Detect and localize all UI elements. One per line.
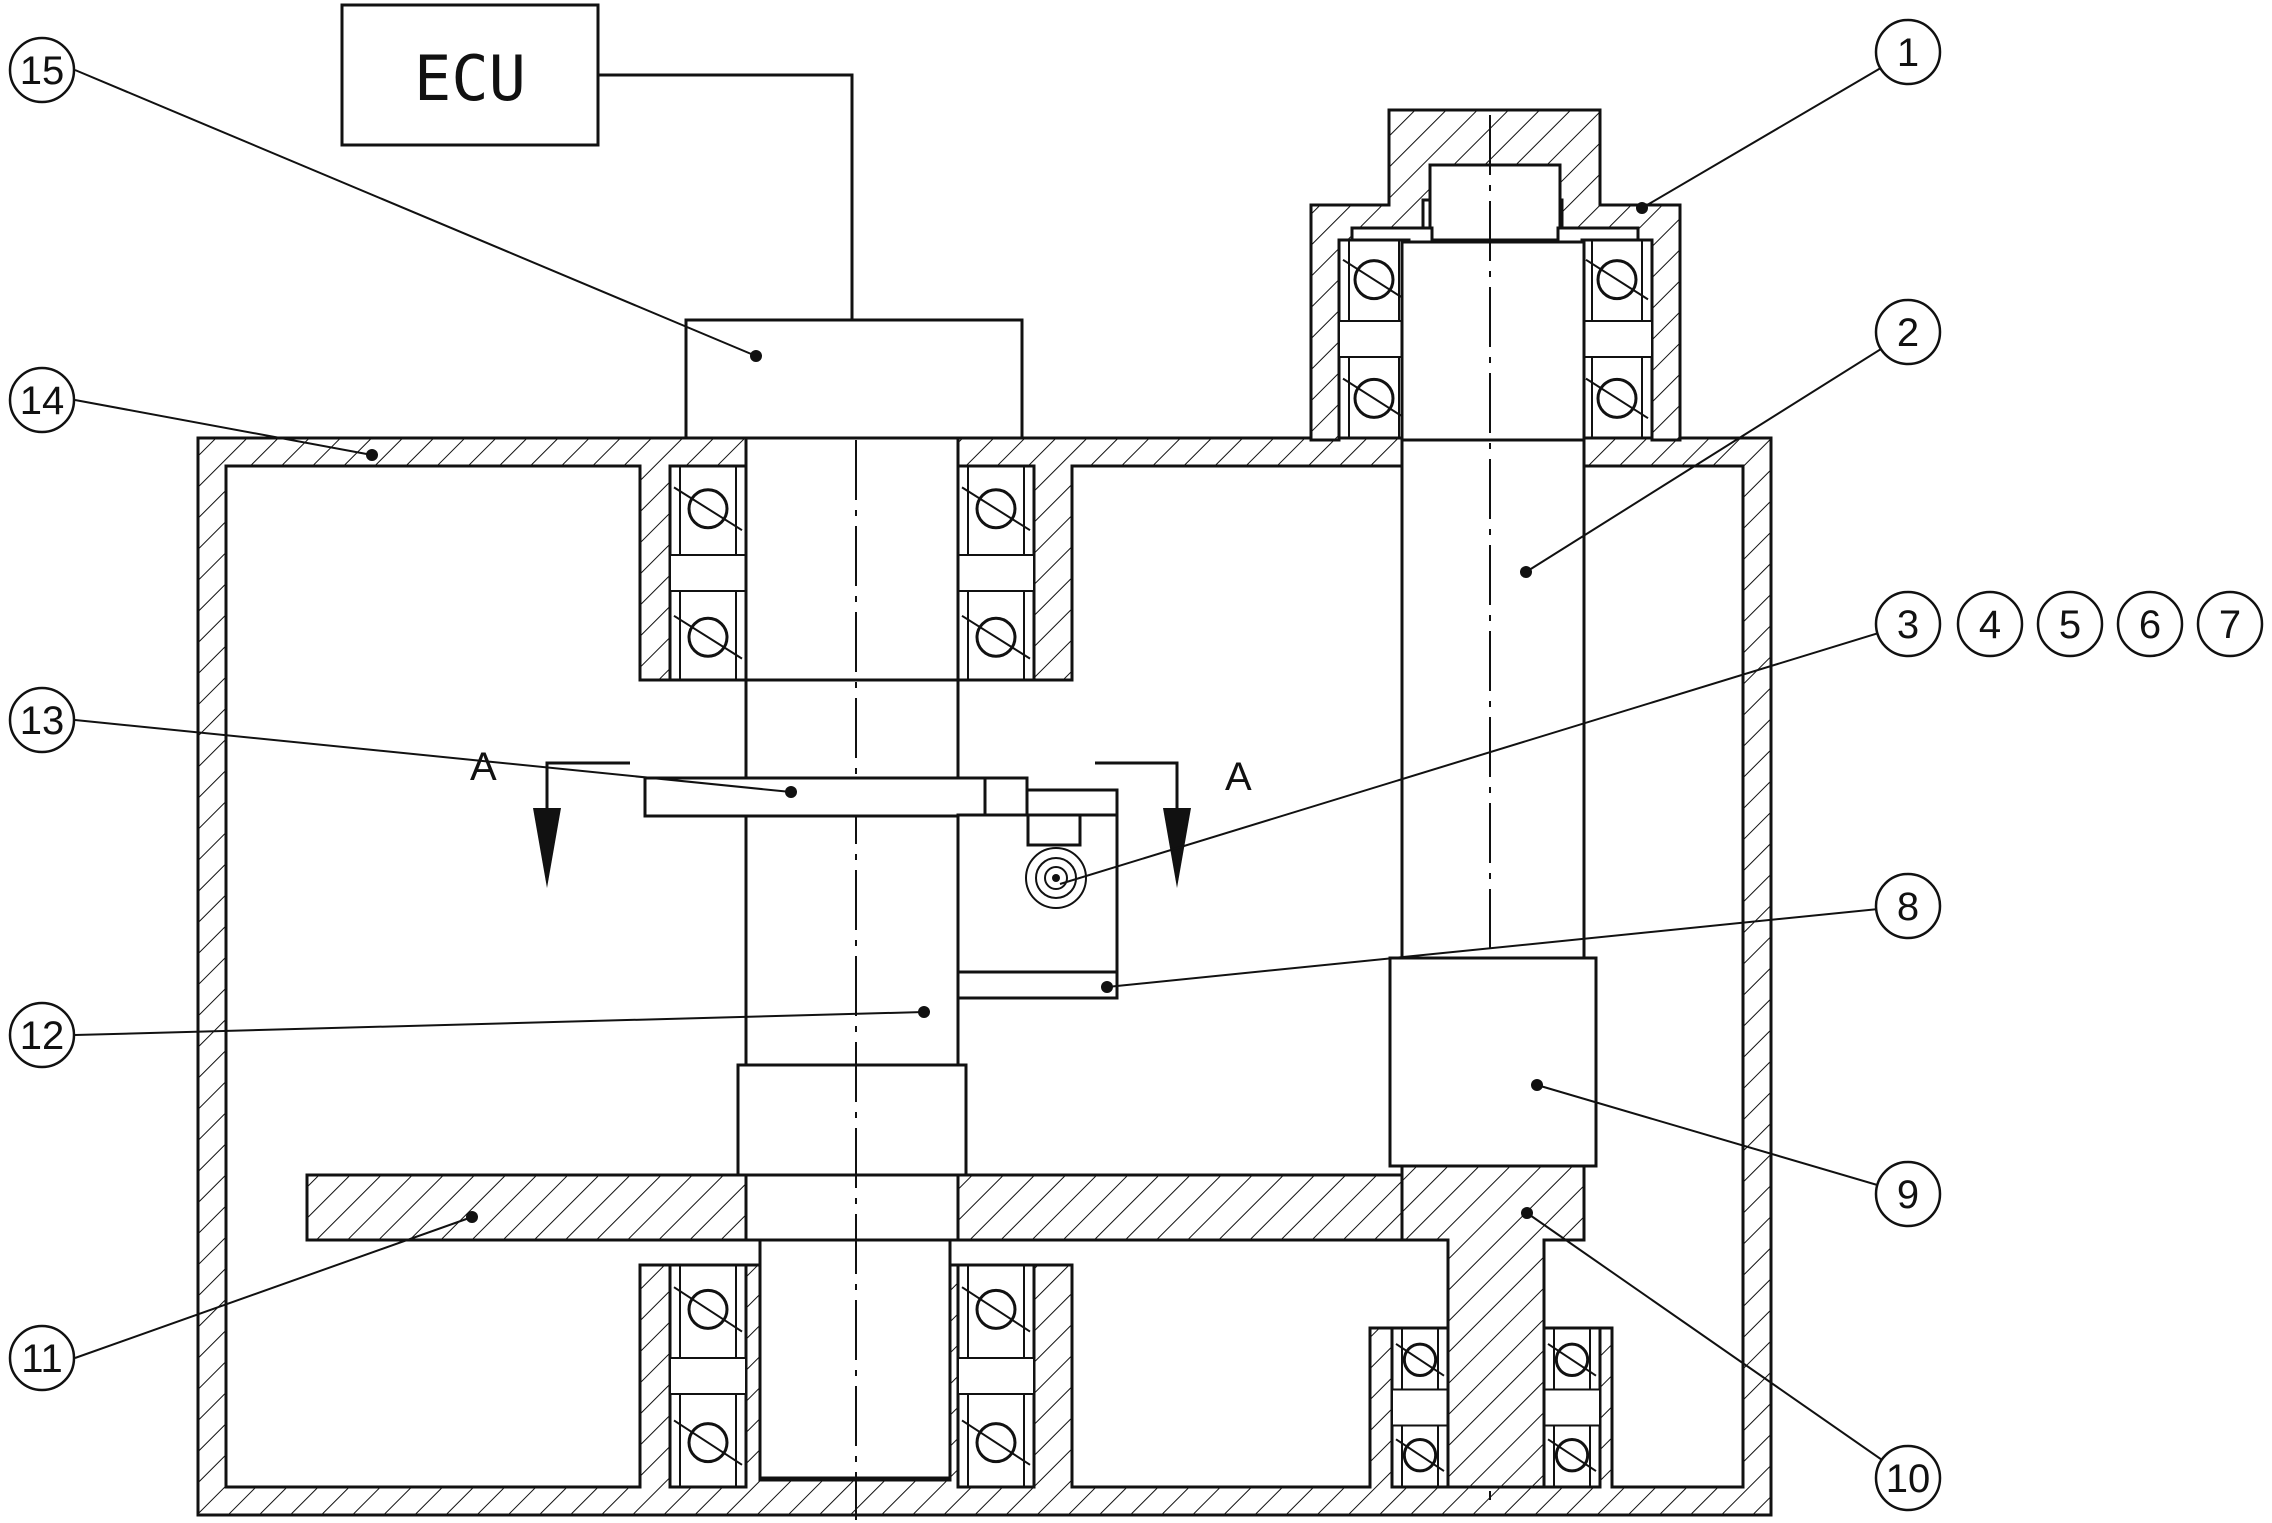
callout-6: 6 (2116, 590, 2184, 658)
callout-10: 10 (1874, 1444, 1942, 1512)
svg-text:12: 12 (20, 1014, 65, 1058)
callout-12: 12 (8, 1001, 76, 1069)
callout-8: 8 (1874, 872, 1942, 940)
svg-text:8: 8 (1897, 885, 1919, 929)
bearing-top-right-right (1580, 238, 1654, 440)
section-marker-left: A (470, 745, 630, 888)
coupling-sleeve (1388, 956, 1598, 1168)
drive-gear (305, 1173, 1404, 1242)
svg-text:7: 7 (2219, 603, 2241, 647)
callout-13: 13 (8, 686, 76, 754)
bearing-top-right-left (1337, 238, 1411, 440)
output-shaft (1400, 115, 1586, 1500)
svg-text:A: A (1225, 755, 1252, 799)
driven-gear (1400, 1164, 1586, 1489)
leader-lines (74, 51, 1909, 1479)
svg-text:9: 9 (1897, 1173, 1919, 1217)
callout-3: 3 (1874, 590, 1942, 658)
ecu-label: ECU (414, 42, 526, 115)
svg-text:3: 3 (1897, 603, 1919, 647)
callout-1: 1 (1874, 18, 1942, 86)
sensor-coil-icon (1025, 847, 1087, 909)
callout-14: 14 (8, 366, 76, 434)
callout-7: 7 (2196, 590, 2264, 658)
svg-text:13: 13 (20, 699, 65, 743)
bearing-input-lower-right (956, 1263, 1036, 1489)
ecu-unit: ECU (340, 3, 854, 320)
svg-text:15: 15 (20, 49, 65, 93)
leader-dots (366, 202, 1648, 1223)
bearing-gear-right (1542, 1326, 1602, 1489)
callout-11: 11 (8, 1324, 76, 1392)
svg-text:2: 2 (1897, 311, 1919, 355)
sensor-assembly (643, 776, 1119, 1000)
callout-2: 2 (1874, 298, 1942, 366)
motor (684, 318, 1024, 440)
svg-text:4: 4 (1979, 603, 2001, 647)
svg-text:6: 6 (2139, 603, 2161, 647)
bearing-input-upper-right (956, 464, 1036, 682)
callout-15: 15 (8, 36, 76, 104)
callout-5: 5 (2036, 590, 2104, 658)
svg-text:10: 10 (1886, 1457, 1931, 1501)
bearing-input-lower-left (668, 1263, 748, 1489)
svg-text:14: 14 (20, 379, 65, 423)
input-shaft (736, 436, 968, 1482)
callout-4: 4 (1956, 590, 2024, 658)
section-marker-right: A (1095, 755, 1252, 888)
bearing-input-upper-left (668, 464, 748, 682)
bearing-gear-left (1390, 1326, 1450, 1489)
callout-9: 9 (1874, 1160, 1942, 1228)
svg-text:A: A (470, 745, 497, 789)
svg-text:11: 11 (21, 1337, 63, 1381)
svg-text:1: 1 (1897, 31, 1919, 75)
svg-text:5: 5 (2059, 603, 2081, 647)
